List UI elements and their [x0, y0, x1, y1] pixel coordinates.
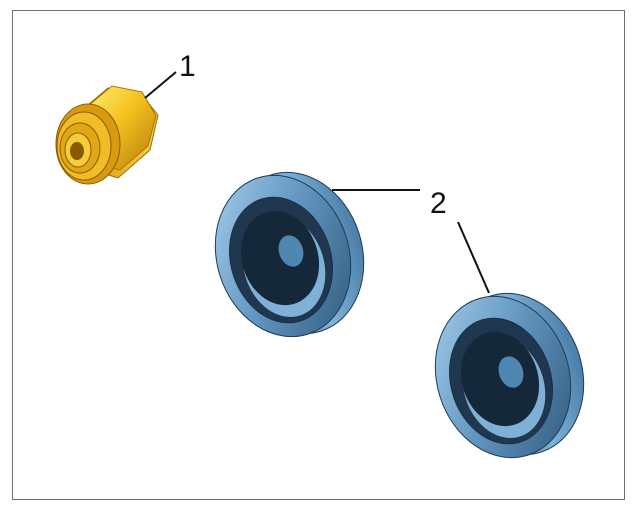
hex-nut-part: [55, 85, 159, 185]
leader-line-1: [144, 71, 177, 99]
leader-line-2b: [457, 221, 490, 294]
callout-label-1: 1: [179, 50, 196, 83]
callout-label-2: 2: [430, 187, 447, 220]
washer-part-lower: [434, 292, 585, 459]
washer-part-upper: [214, 171, 365, 338]
